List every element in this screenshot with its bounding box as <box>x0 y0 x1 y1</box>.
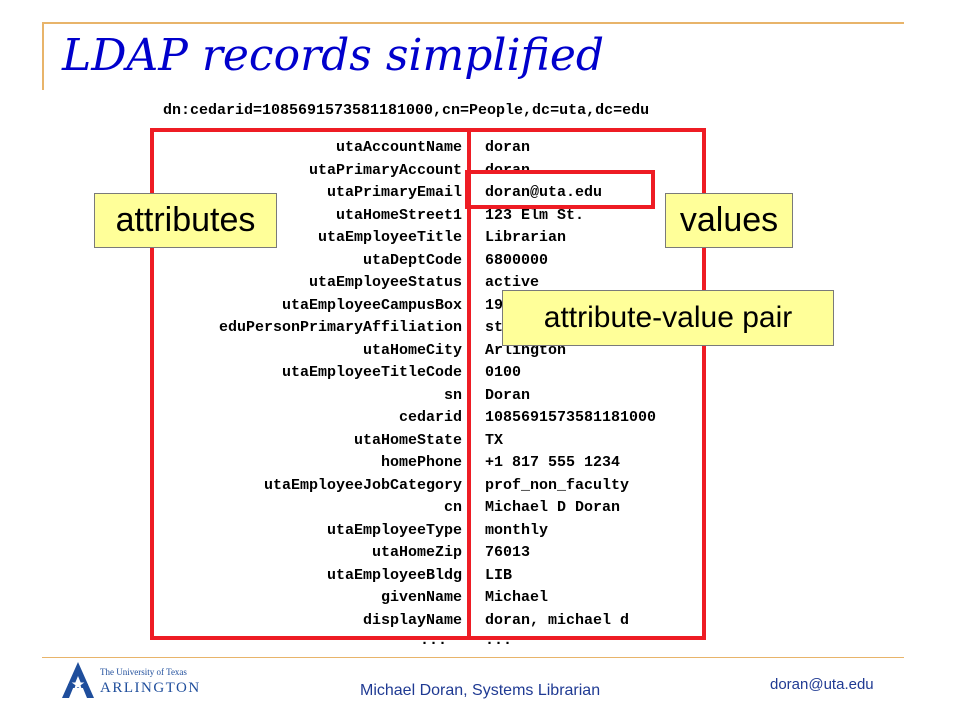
logo-line-2: ARLINGTON <box>100 680 201 696</box>
record-attribute: utaEmployeeTitleCode <box>281 364 462 381</box>
records-box <box>150 128 706 640</box>
record-value: 123 Elm St. <box>485 206 585 224</box>
record-attribute: utaDeptCode <box>362 251 462 269</box>
record-value: prof_non_faculty <box>485 476 630 494</box>
records-divider <box>467 128 471 640</box>
attributes-callout: attributes <box>94 193 277 248</box>
record-value: 1085691573581181000 <box>485 409 657 426</box>
distinguished-name: dn:cedarid=1085691573581181000,cn=People… <box>163 102 650 119</box>
record-attribute: utaAccountName <box>335 139 462 156</box>
record-attribute: utaHomeCity <box>362 341 462 359</box>
record-attribute: utaEmployeeTitle <box>317 229 462 246</box>
record-attribute: utaEmployeeBldg <box>326 566 462 584</box>
record-attribute: eduPersonPrimaryAffiliation <box>218 319 462 336</box>
record-attribute: givenName <box>380 589 462 606</box>
values-callout: values <box>665 193 793 248</box>
record-attribute: utaPrimaryAccount <box>308 161 462 179</box>
attribute-column: utaAccountName utaPrimaryAccount utaPrimar… <box>150 137 462 632</box>
record-value: doran, michael d <box>485 611 630 629</box>
record-attribute: utaHomeState <box>353 431 462 449</box>
university-logo: The University of Texas ARLINGTON <box>60 660 210 700</box>
attribute-value-pair-callout: attribute-value pair <box>502 290 834 346</box>
record-value: LIB <box>485 566 513 584</box>
record-value: Michael D Doran <box>485 499 621 516</box>
record-value: doran@uta.edu <box>485 184 603 201</box>
record-attribute: cn <box>443 499 462 516</box>
record-attribute: utaPrimaryEmail <box>326 184 462 201</box>
record-value: monthly <box>485 521 549 539</box>
record-value: 76013 <box>485 544 531 561</box>
slide-title: LDAP records simplified <box>62 30 605 81</box>
attribute-ellipsis: ... <box>420 632 448 649</box>
record-value: 6800000 <box>485 251 549 269</box>
record-attribute: sn <box>443 386 462 404</box>
record-value: +1 817 555 1234 <box>485 454 621 471</box>
record-attribute: utaHomeStreet1 <box>335 206 462 224</box>
record-attribute: displayName <box>362 611 462 629</box>
record-attribute: cedarid <box>398 409 462 426</box>
record-attribute: utaEmployeeType <box>326 521 462 539</box>
record-attribute: utaEmployeeJobCategory <box>263 476 462 494</box>
frame-left-line <box>42 22 44 90</box>
email-value-highlight <box>465 170 655 209</box>
logo-line-1: The University of Texas <box>100 667 187 677</box>
record-value: Doran <box>485 386 531 404</box>
record-value: Michael <box>485 589 549 606</box>
footer-author: Michael Doran, Systems Librarian <box>360 682 601 699</box>
record-attribute: utaEmployeeStatus <box>308 274 462 291</box>
record-attribute: utaEmployeeCampusBox <box>281 296 462 314</box>
record-value: Librarian <box>485 229 567 246</box>
footer-email: doran@uta.edu <box>770 676 874 693</box>
frame-bottom-line <box>42 657 904 658</box>
value-ellipsis: ... <box>485 632 513 649</box>
record-value: 0100 <box>485 364 522 381</box>
record-value: TX <box>485 431 504 449</box>
frame-top-line <box>42 22 904 24</box>
record-value: active <box>485 274 540 291</box>
record-value: doran <box>485 139 531 156</box>
record-attribute: utaHomeZip <box>371 544 462 561</box>
record-attribute: homePhone <box>380 454 462 471</box>
uta-a-star-icon: The University of Texas ARLINGTON <box>62 662 201 698</box>
